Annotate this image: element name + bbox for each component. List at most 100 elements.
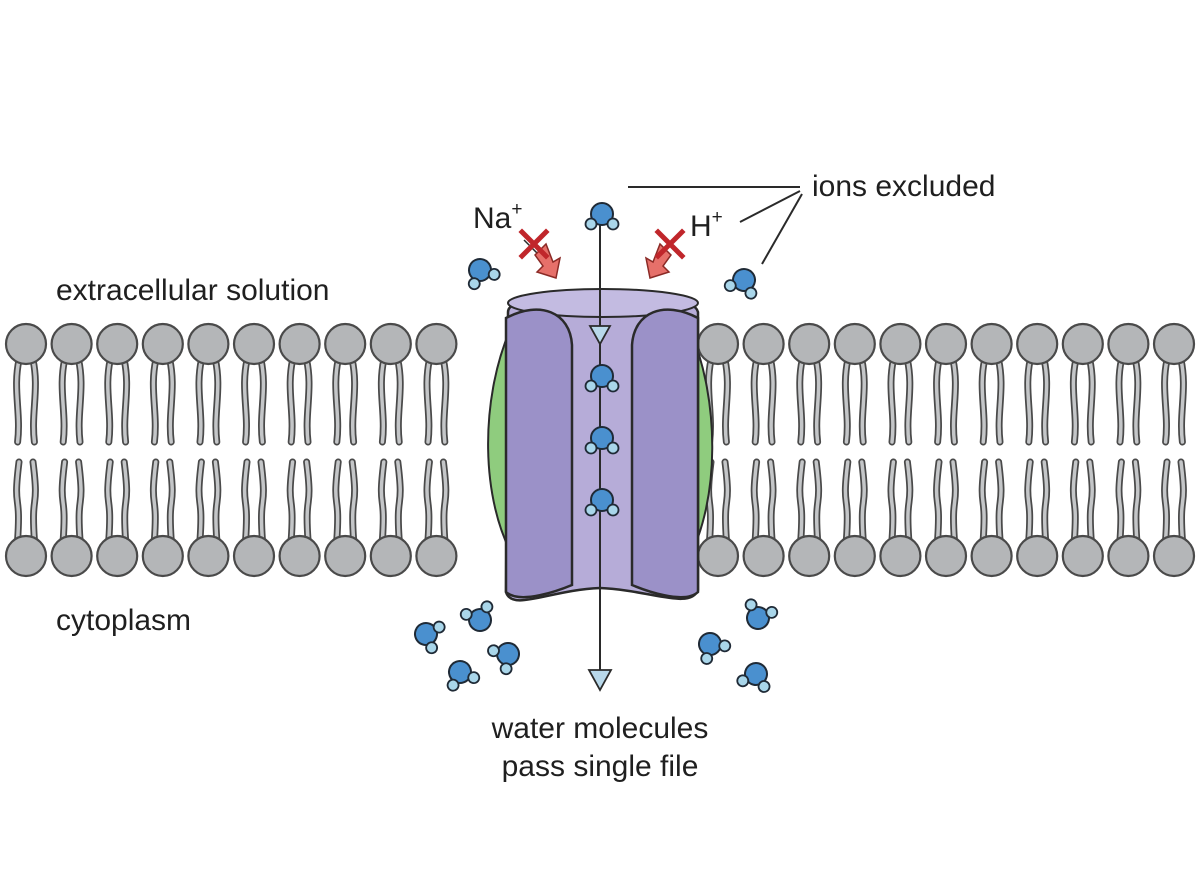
lipid-tail [441,460,448,542]
ions-excluded-leaders [628,186,803,265]
lipid-head [1016,534,1059,578]
lipid-tail [1133,358,1140,444]
lipid-head [141,322,184,366]
lipid-head [879,322,922,366]
lipid-head [1061,322,1104,366]
channel-left-subunit [504,308,574,599]
lipid-tail [1026,358,1032,444]
lipid-tail [60,460,67,542]
lipid-head [924,534,968,578]
water-molecule-icon [737,596,780,635]
lipid-tail [1026,460,1032,542]
lipid-tail [213,460,220,542]
lipid-tail [168,358,174,444]
na-blocked-arrow [518,228,562,279]
water-caption-line2: pass single file [501,750,699,783]
lipid-tail [1042,358,1049,444]
lipid-tail [379,460,386,542]
lipid-tail [76,358,83,444]
channel-right-subunit [630,308,700,599]
lipid-tail [14,460,21,542]
lipid-head [1152,534,1196,578]
lipid-head [232,322,276,366]
lipid-tail [1133,460,1140,542]
cytoplasm-label: cytoplasm [56,604,192,637]
lipid-tail [76,460,83,542]
lipid-head [742,534,785,578]
h-blocked-arrow [644,228,686,279]
na-ion-label: Na+ [473,200,522,235]
lipid-tail [242,460,249,542]
lipid-tail [860,358,866,444]
na-symbol: Na [473,202,512,235]
lipid-tail [934,460,941,542]
lipid-head [879,534,922,578]
lipid-bilayer [4,322,1196,578]
lipid-tail [379,358,386,444]
water-molecule-icon [722,263,765,302]
lipid-tail [752,358,759,444]
lipid-tail [350,460,357,542]
blocked-x-icon [654,228,686,260]
lipid-head [415,534,458,578]
channel-top-rim [507,288,699,318]
lipid-head [970,534,1013,578]
lipid-tail [288,358,295,444]
lipid-tail [843,460,850,542]
lipid-tail [106,358,112,444]
lipid-head [742,322,785,366]
ions-excluded-label: ions excluded [812,170,996,203]
lipid-head [278,322,321,366]
lipid-tail [14,358,21,444]
lipid-tail [425,460,432,542]
lipid-head [788,322,831,366]
lipid-tail [768,358,775,444]
lipid-head [369,534,412,578]
lipid-tail [197,358,204,444]
lipid-tail [1162,358,1169,444]
lipid-head [696,534,740,578]
lipid-tail [350,358,357,444]
lipid-tail [31,358,38,444]
lipid-tail [396,358,402,444]
lipid-tail [860,460,866,542]
lipid-tail [980,358,987,444]
lipid-tail [168,460,174,542]
water-molecule-icon [439,655,482,694]
lipid-tail [396,460,402,542]
lipid-head [1016,322,1059,366]
lipid-tail [1179,358,1186,444]
lipid-tail [1179,460,1186,542]
h-symbol: H [690,210,712,243]
water-molecule-icon [689,624,734,668]
lipid-tail [197,460,204,542]
lipid-tail [996,358,1003,444]
lipid-head [141,534,184,578]
lipid-tail [768,460,775,542]
lipid-head [187,322,230,366]
lipid-tail [441,358,448,444]
lipid-head [696,322,740,366]
lipid-tail [213,358,220,444]
extracellular-label: extracellular solution [56,274,330,307]
lipid-head [232,534,276,578]
lipid-tail [1117,358,1124,444]
lipid-head [4,534,48,578]
water-molecules [409,202,780,695]
lipid-tail [60,358,67,444]
lipid-tail [889,358,896,444]
lipid-tail [1071,460,1078,542]
lipid-tail [905,460,912,542]
blocked-x-icon [518,228,550,260]
lipid-head [833,322,876,366]
lipid-tail [106,460,112,542]
lipid-head [1107,534,1150,578]
lipid-head [369,322,412,366]
lipid-head [4,322,48,366]
lipid-head [415,322,458,366]
lipid-tail [1088,358,1094,444]
lipid-tail [151,460,158,542]
lipid-tail [122,460,129,542]
water-molecule-icon [459,252,503,293]
